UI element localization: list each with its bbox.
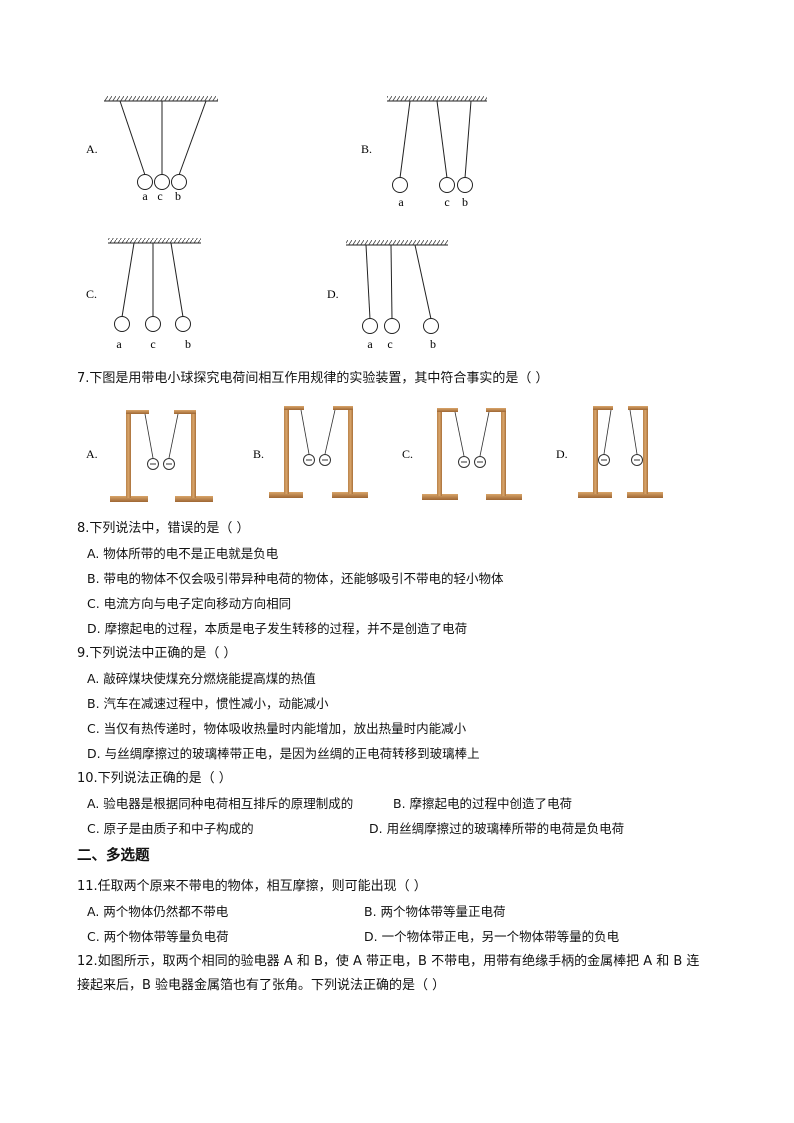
ball-a: [362, 318, 378, 334]
ball-label: b: [185, 337, 191, 351]
option-letter: A.: [86, 142, 98, 156]
ball-b: [423, 318, 439, 334]
question-8-option-a: A. 物体所带的电不是正电就是负电: [87, 546, 279, 561]
question-11-option-b: B. 两个物体带等量正电荷: [364, 904, 506, 919]
question-11-stem: 11.任取两个原来不带电的物体，相互摩擦，则可能出现（ ）: [77, 879, 427, 894]
ball-label: c: [387, 337, 392, 351]
q6-figure-a: A. a c b B. a c b C. a c b: [86, 96, 487, 351]
option-letter: A.: [86, 447, 98, 461]
question-7-stem: 7.下图是用带电小球探究电荷间相互作用规律的实验装置，其中符合事实的是（ ）: [77, 371, 549, 386]
ball-label: a: [142, 189, 148, 203]
question-9-option-b: B. 汽车在减速过程中，惯性减小，动能减小: [87, 696, 329, 711]
ball-a: [392, 177, 408, 193]
question-9-option-c: C. 当仅有热传递时，物体吸收热量时内能增加，放出热量时内能减小: [87, 721, 467, 736]
option-letter: C.: [402, 447, 413, 461]
question-9-option-d: D. 与丝绸摩擦过的玻璃棒带正电，是因为丝绸的正电荷转移到玻璃棒上: [87, 746, 480, 761]
option-letter: C.: [86, 287, 97, 301]
question-10-option-a: A. 验电器是根据同种电荷相互排斥的原理制成的: [87, 796, 354, 811]
charged-ball-stand-a: A.: [86, 410, 213, 502]
option-letter: D.: [556, 447, 568, 461]
question-12-stem-line1: 12.如图所示，取两个相同的验电器 A 和 B，使 A 带正电，B 不带电，用带…: [77, 954, 700, 969]
ball-b: [175, 316, 191, 332]
question-9-stem: 9.下列说法中正确的是（ ）: [77, 646, 237, 661]
ball-b: [457, 177, 473, 193]
ball-label: c: [150, 337, 155, 351]
pendulum-diagram-a: A. a c b: [86, 96, 218, 203]
ball-label: c: [157, 189, 162, 203]
question-11-option-a: A. 两个物体仍然都不带电: [87, 904, 229, 919]
ball-label: a: [398, 195, 404, 209]
option-letter: B.: [361, 142, 372, 156]
ball-c: [145, 316, 161, 332]
question-11-option-c: C. 两个物体带等量负电荷: [87, 929, 229, 944]
pendulum-diagram-d: D. a c b: [327, 240, 448, 351]
ball-label: b: [430, 337, 436, 351]
question-10-option-b: B. 摩擦起电的过程中创造了电荷: [393, 796, 573, 811]
question-10-stem: 10.下列说法正确的是（ ）: [77, 771, 232, 786]
charged-ball-stand-d: D.: [556, 406, 663, 498]
option-letter: D.: [327, 287, 339, 301]
ball-c: [384, 318, 400, 334]
question-8-option-b: B. 带电的物体不仅会吸引带异种电荷的物体，还能够吸引不带电的轻小物体: [87, 571, 504, 586]
charged-ball-stand-b: B.: [253, 406, 368, 498]
question-8-option-d: D. 摩擦起电的过程，本质是电子发生转移的过程，并不是创造了电荷: [87, 621, 468, 636]
ball-label: b: [462, 195, 468, 209]
question-8-option-c: C. 电流方向与电子定向移动方向相同: [87, 596, 292, 611]
pendulum-diagram-b: B. a c b: [361, 96, 487, 209]
ball-label: b: [175, 189, 181, 203]
question-9-option-a: A. 敲碎煤块使煤充分燃烧能提高煤的热值: [87, 671, 316, 686]
charged-ball-stand-c: C.: [402, 408, 522, 500]
question-12-stem-line2: 接起来后，B 验电器金属箔也有了张角。下列说法正确的是（ ）: [77, 978, 446, 993]
ball-b: [171, 174, 187, 190]
ball-label: c: [444, 195, 449, 209]
question-10-option-c: C. 原子是由质子和中子构成的: [87, 821, 254, 836]
pendulum-diagram-c: C. a c b: [86, 238, 201, 351]
question-11-option-d: D. 一个物体带正电，另一个物体带等量的负电: [364, 929, 620, 944]
option-letter: B.: [253, 447, 264, 461]
ball-a: [114, 316, 130, 332]
ball-c: [154, 174, 170, 190]
question-8-stem: 8.下列说法中，错误的是（ ）: [77, 521, 250, 536]
ball-a: [137, 174, 153, 190]
q7-figures: A. B. C.: [86, 406, 663, 502]
ball-label: a: [367, 337, 373, 351]
section-heading: 二、多选题: [77, 848, 150, 864]
ball-label: a: [116, 337, 122, 351]
question-10-option-d: D. 用丝绸摩擦过的玻璃棒所带的电荷是负电荷: [369, 821, 625, 836]
ball-c: [439, 177, 455, 193]
